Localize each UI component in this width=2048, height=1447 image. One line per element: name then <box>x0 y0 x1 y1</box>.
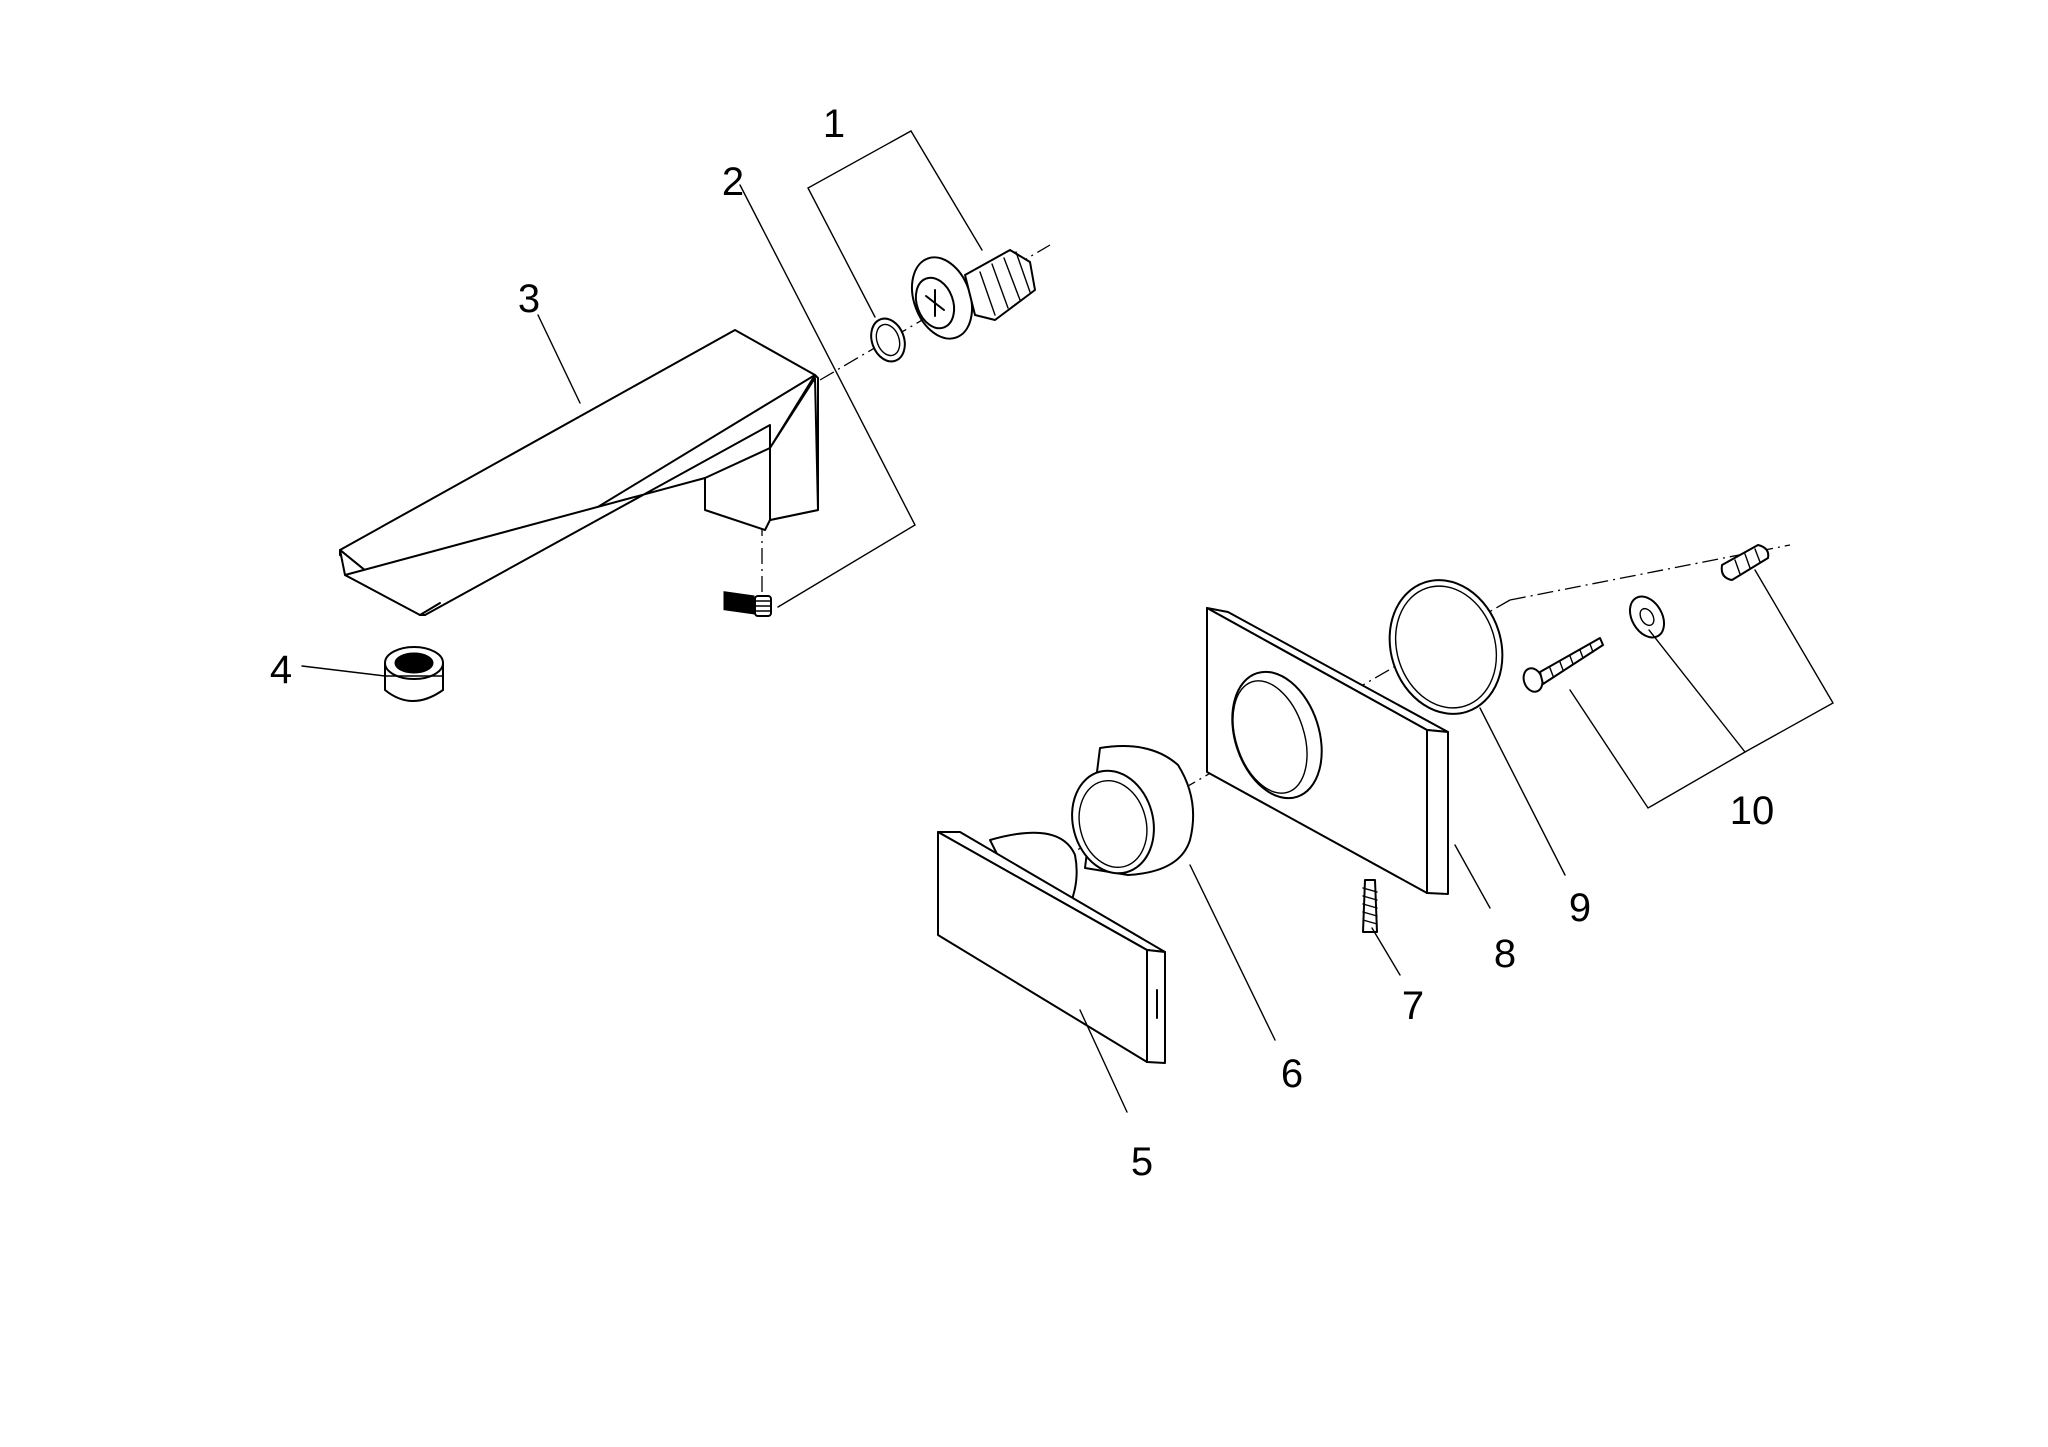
leader-2 <box>739 184 916 608</box>
spout <box>339 329 819 616</box>
screw-thread <box>1549 643 1594 677</box>
leader-9 <box>1479 707 1566 876</box>
connector-thread <box>979 251 1031 316</box>
callout-6: 6 <box>1281 1052 1303 1096</box>
callout-7: 7 <box>1402 984 1424 1028</box>
callout-3: 3 <box>518 277 540 321</box>
fixing-set <box>1522 544 1770 693</box>
leader-5 <box>1079 1009 1128 1113</box>
leader-7 <box>1371 927 1401 976</box>
cover-plate <box>1206 607 1449 895</box>
o-ring-inner <box>875 323 901 357</box>
wall-plug <box>1720 544 1770 581</box>
spout-back-side <box>769 377 819 521</box>
callout-10: 10 <box>1730 789 1775 833</box>
callout-8: 8 <box>1494 932 1516 976</box>
callouts: 1 2 3 4 5 6 7 8 9 10 <box>270 102 1774 1184</box>
aerator-mesh <box>394 652 434 674</box>
cover-plate-opening <box>1231 670 1323 800</box>
washer-hole <box>1639 607 1655 627</box>
grub-screw-thread <box>1362 887 1378 925</box>
lever-handle <box>937 831 1166 1064</box>
leader-10-plug <box>1744 569 1834 753</box>
sleeve-inner <box>1078 779 1148 869</box>
sleeve <box>1071 745 1195 876</box>
leader-3 <box>537 314 581 404</box>
wall-plug-ribs <box>1734 548 1761 575</box>
leader-8 <box>1454 844 1491 909</box>
callout-2: 2 <box>722 160 744 204</box>
sleeve-rim <box>1071 769 1155 875</box>
large-o-ring-inner <box>1394 585 1498 709</box>
aerator <box>384 646 444 702</box>
callout-4: 4 <box>270 648 292 692</box>
leader-1 <box>807 130 983 318</box>
callout-5: 5 <box>1131 1140 1153 1184</box>
set-screw <box>754 595 772 617</box>
connector-assembly <box>870 249 1036 363</box>
large-o-ring <box>1388 579 1504 715</box>
connector-hex-socket <box>925 289 945 317</box>
leader-4 <box>301 665 386 677</box>
spout-edge-line <box>419 602 441 616</box>
handle-face <box>937 831 1148 1063</box>
leader-lines <box>301 130 1834 1113</box>
cover-plate-right-edge <box>1426 729 1449 895</box>
callout-1: 1 <box>823 102 845 146</box>
callout-9: 9 <box>1569 886 1591 930</box>
large-o-ring-outer <box>1388 579 1504 715</box>
washer-outer <box>1628 595 1666 639</box>
leader-10-screw-washer <box>1569 629 1747 809</box>
spout-aerator-opening <box>723 591 755 615</box>
o-ring-outer <box>870 317 906 363</box>
grub-screw <box>1362 879 1378 933</box>
spout-underside <box>704 447 771 531</box>
leader-6 <box>1189 864 1276 1041</box>
cover-plate-opening-thread <box>1232 680 1308 794</box>
